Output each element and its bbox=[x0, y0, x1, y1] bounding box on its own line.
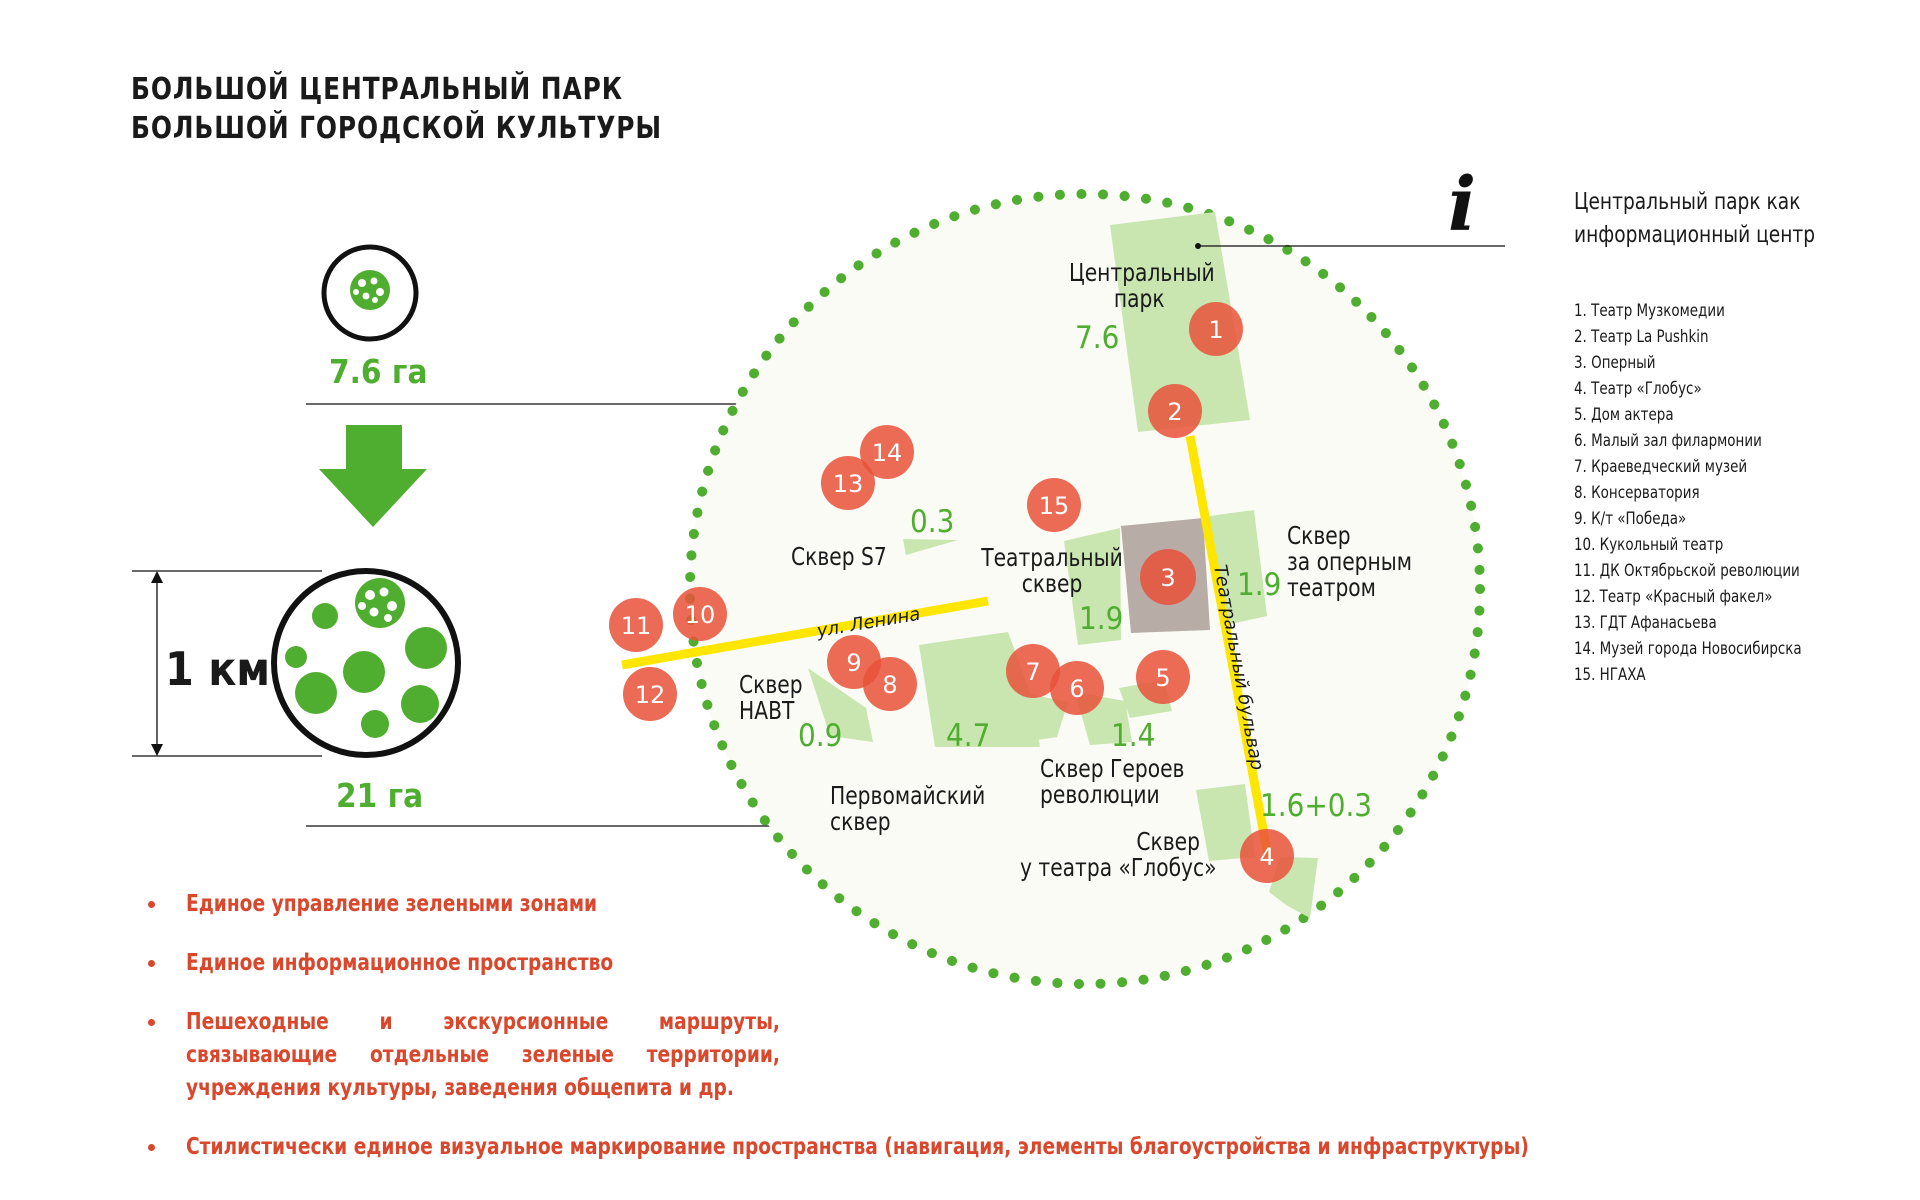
area-pervomaisky: 4.7 bbox=[946, 718, 991, 754]
legend-item: 6. Малый зал филармонии bbox=[1574, 431, 1762, 451]
legend-item: 11. ДК Октябрьской революции bbox=[1574, 561, 1800, 581]
road-theatre-boulevard bbox=[1185, 435, 1273, 857]
svg-text:13: 13 bbox=[833, 470, 864, 498]
marker-12[interactable]: 12 bbox=[623, 667, 677, 721]
marker-15[interactable]: 15 bbox=[1027, 478, 1081, 532]
label-pervomaisky: Первомайский сквер bbox=[830, 781, 986, 836]
svg-text:15: 15 bbox=[1039, 492, 1070, 520]
zone-theatre-skver bbox=[1064, 528, 1121, 645]
small-park-cluster-icon bbox=[350, 270, 390, 310]
area-skver-navt: 0.9 bbox=[798, 718, 843, 754]
svg-text:8: 8 bbox=[882, 671, 897, 699]
legend-item: 12. Театр «Красный факел» bbox=[1574, 587, 1773, 607]
walking-radius-dotted-circle bbox=[685, 189, 1485, 989]
label-skver-globus: Сквер у театра «Глобус» bbox=[1020, 827, 1217, 882]
svg-text:4: 4 bbox=[1259, 843, 1274, 871]
small-park-circle bbox=[321, 244, 419, 342]
label-skver-navt: Сквер НАВТ bbox=[739, 670, 803, 725]
legend-item: 3. Оперный bbox=[1574, 353, 1656, 373]
title-line-1: БОЛЬШОЙ ЦЕНТРАЛЬНЫЙ ПАРК bbox=[131, 72, 623, 107]
marker-2[interactable]: 2 bbox=[1148, 384, 1202, 438]
svg-text:5: 5 bbox=[1155, 664, 1170, 692]
bullet-item: Стилистически единое визуальное маркиров… bbox=[146, 1131, 1626, 1164]
svg-text:1: 1 bbox=[1208, 316, 1223, 344]
label-theatre-skver: Театральный сквер bbox=[981, 543, 1123, 598]
legend-item: 1. Театр Музкомедии bbox=[1574, 301, 1725, 321]
distance-label: 1 км bbox=[165, 642, 271, 696]
svg-text:11: 11 bbox=[621, 612, 652, 640]
legend-item: 7. Краеведческий музей bbox=[1574, 457, 1748, 477]
area-skver-opera: 1.9 bbox=[1237, 567, 1282, 603]
info-text: Центральный парк как информационный цент… bbox=[1574, 189, 1816, 248]
legend-item: 5. Дом актера bbox=[1574, 405, 1674, 425]
svg-text:9: 9 bbox=[846, 649, 861, 677]
area-theatre-skver: 1.9 bbox=[1079, 601, 1124, 637]
marker-6[interactable]: 6 bbox=[1050, 661, 1104, 715]
area-skver-globus: 1.6+0.3 bbox=[1260, 788, 1373, 824]
area-skver-s7: 0.3 bbox=[910, 504, 955, 540]
marker-10[interactable]: 10 bbox=[673, 587, 727, 641]
zone-heroes-a bbox=[1010, 690, 1068, 742]
arrow-down-icon bbox=[319, 425, 427, 527]
info-icon: i bbox=[1448, 162, 1477, 248]
marker-4[interactable]: 4 bbox=[1240, 829, 1294, 883]
zone-skver-s7 bbox=[903, 539, 958, 555]
legend-item: 9. К/т «Победа» bbox=[1574, 509, 1687, 529]
marker-5[interactable]: 5 bbox=[1136, 650, 1190, 704]
label-skver-opera: Сквер за оперным театром bbox=[1287, 521, 1413, 602]
bullet-item: Единое управление зелеными зонами bbox=[146, 888, 1626, 921]
green-zones bbox=[808, 212, 1318, 918]
large-area-label: 21 га bbox=[336, 776, 424, 815]
label-central-park: Центральный парк bbox=[1069, 258, 1215, 313]
svg-text:7: 7 bbox=[1025, 658, 1040, 686]
svg-text:3: 3 bbox=[1160, 564, 1175, 592]
marker-1[interactable]: 1 bbox=[1189, 302, 1243, 356]
zone-skver-navt bbox=[808, 668, 873, 742]
area-central-park: 7.6 bbox=[1075, 320, 1120, 356]
marker-13[interactable]: 13 bbox=[821, 456, 875, 510]
marker-9[interactable]: 9 bbox=[827, 635, 881, 689]
map-area: 1 2 3 4 5 6 7 8 9 10 11 12 13 14 15 ул. … bbox=[609, 189, 1485, 989]
title-line-2: БОЛЬШОЙ ГОРОДСКОЙ КУЛЬТУРЫ bbox=[131, 111, 663, 146]
markers: 1 2 3 4 5 6 7 8 9 10 11 12 13 14 15 bbox=[609, 302, 1294, 883]
marker-11[interactable]: 11 bbox=[609, 598, 663, 652]
zone-central-park bbox=[1110, 212, 1250, 432]
legend-item: 8. Консерватория bbox=[1574, 483, 1700, 503]
label-skver-heroes: Сквер Героев революции bbox=[1040, 754, 1185, 809]
legend-item: 15. НГАХА bbox=[1574, 665, 1646, 685]
marker-7[interactable]: 7 bbox=[1006, 644, 1060, 698]
svg-text:14: 14 bbox=[872, 439, 903, 467]
svg-text:2: 2 bbox=[1167, 398, 1182, 426]
svg-text:10: 10 bbox=[685, 601, 716, 629]
large-park-circle bbox=[271, 568, 461, 758]
road-lenina bbox=[621, 596, 989, 670]
marker-3[interactable]: 3 bbox=[1140, 549, 1196, 605]
small-area-label: 7.6 га bbox=[329, 352, 428, 391]
legend-item: 10. Кукольный театр bbox=[1574, 535, 1724, 555]
marker-14[interactable]: 14 bbox=[860, 425, 914, 479]
label-skver-s7: Сквер S7 bbox=[791, 542, 887, 571]
svg-text:6: 6 bbox=[1069, 675, 1084, 703]
area-skver-heroes: 1.4 bbox=[1111, 718, 1156, 754]
legend-item: 14. Музей города Новосибирска bbox=[1574, 639, 1802, 659]
legend-item: 4. Театр «Глобус» bbox=[1574, 379, 1702, 399]
bullet-item: Единое информационное пространство bbox=[146, 947, 1626, 980]
svg-text:12: 12 bbox=[635, 681, 666, 709]
zone-globus-a bbox=[1196, 784, 1255, 861]
legend-item: 2. Театр La Pushkin bbox=[1574, 327, 1709, 347]
large-park-clusters-icon bbox=[285, 578, 447, 738]
legend-item: 13. ГДТ Афанасьева bbox=[1574, 613, 1717, 633]
bullet-item: Пешеходные и экскурсионные маршруты, свя… bbox=[146, 1006, 1626, 1105]
bullet-list: Единое управление зелеными зонами Единое… bbox=[146, 888, 1626, 1190]
legend-list: 1. Театр Музкомедии 2. Театр La Pushkin … bbox=[1574, 298, 1833, 688]
